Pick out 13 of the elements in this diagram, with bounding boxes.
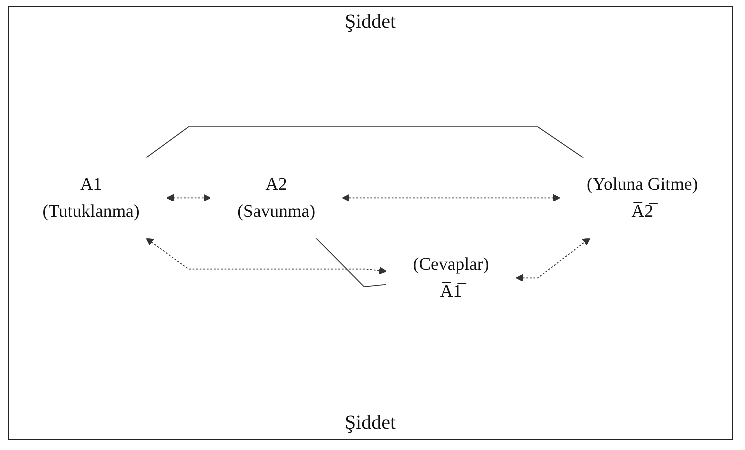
arrow: [146, 238, 387, 276]
node-text: (Yoluna Gitme) A̅2̅: [587, 175, 698, 222]
node-text: A1 (Tutuklanma): [42, 175, 140, 222]
node-text: A2 (Savunma): [238, 175, 316, 222]
label-text: Şiddet: [344, 412, 396, 435]
diagram-frame: Şiddet A1 (Tutuklanma) A2 (Savunma) (Cevaplar) A̅1̅ (Yoluna Gitme) A̅2̅ Şiddet: [8, 6, 733, 440]
node-text: (Cevaplar) A̅1̅: [413, 255, 490, 302]
connector: [316, 238, 388, 288]
arrow: [342, 194, 561, 202]
label-text: Şiddet: [344, 11, 396, 34]
connector: [146, 127, 584, 160]
arrow: [516, 238, 591, 282]
arrow: [166, 194, 212, 202]
